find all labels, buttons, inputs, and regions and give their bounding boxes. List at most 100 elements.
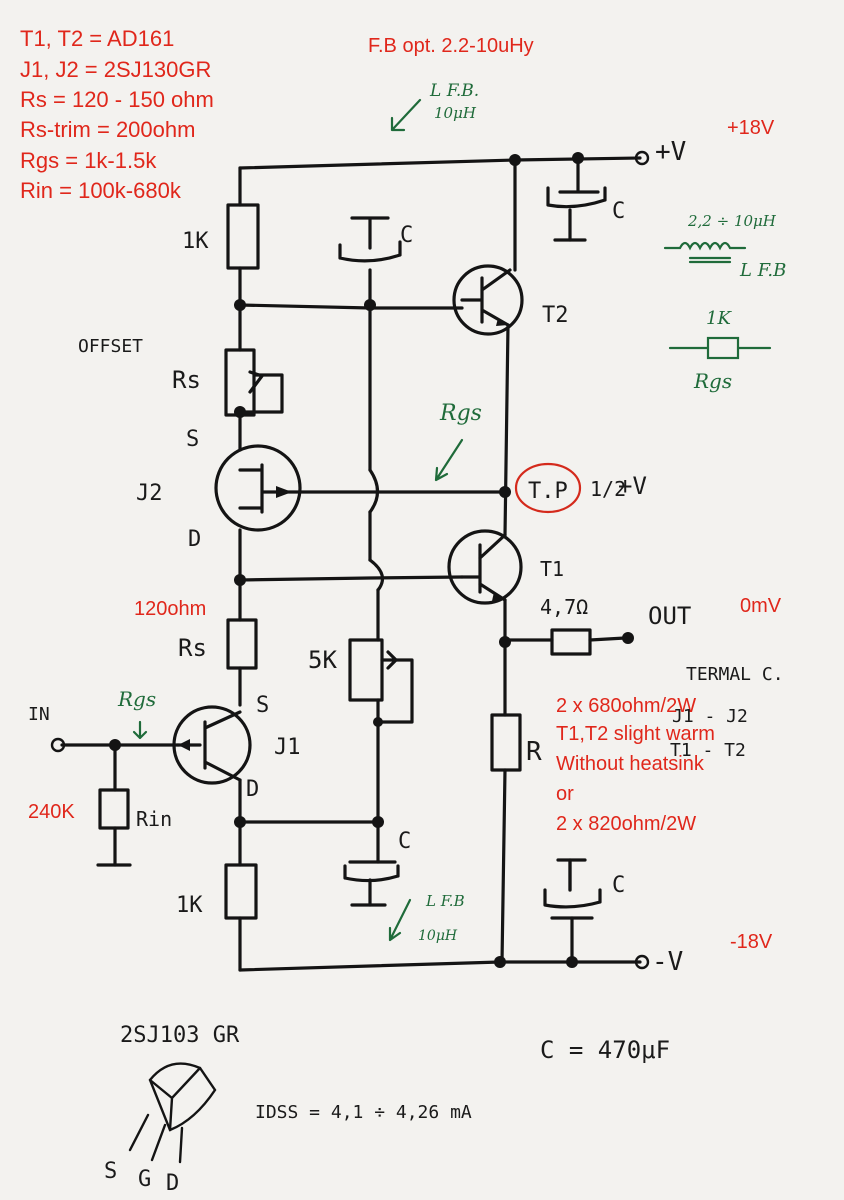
note-rs-120ohm: 120ohm [134, 598, 206, 620]
label-j2: J2 [136, 481, 163, 506]
label-minus-v: -V [652, 947, 683, 977]
label-termal: TERMAL C. [686, 664, 784, 685]
jfet-j2-leads [238, 463, 302, 514]
cap-top-right [546, 186, 607, 242]
label-c-bottom-right: C [612, 873, 625, 898]
label-c-value: C = 470μF [540, 1036, 670, 1064]
note-lfb-side-val: 2,2 ÷ 10μH [687, 212, 777, 230]
inductor-symbol [663, 241, 772, 360]
resistor-1k-top [226, 203, 260, 270]
label-c-top-right: C [612, 199, 625, 224]
note-r-or: or [556, 783, 574, 805]
resistor-1k-bottom [224, 863, 258, 920]
label-offset: OFFSET [78, 336, 143, 357]
label-t1-t2: T1 - T2 [670, 740, 746, 761]
label-1k-bottom: 1K [176, 893, 203, 918]
transistor-t1-arrow [492, 592, 505, 601]
note-rgs-mid: Rgs [439, 401, 482, 426]
label-j1-j2: J1 - J2 [672, 706, 748, 727]
trimmer-arrow-top [248, 370, 264, 394]
jfet-j2-arrow [276, 486, 292, 498]
trimmer-5k [348, 638, 384, 702]
label-lfb-top: L F.B. [429, 81, 479, 101]
junction-dots [109, 152, 584, 968]
label-in: IN [28, 704, 50, 725]
label-lfb-bottom: L F.B [425, 892, 465, 910]
note-rin-240k: 240K [28, 801, 75, 823]
label-idss: IDSS = 4,1 ÷ 4,26 mA [255, 1102, 472, 1123]
capacitors [96, 186, 607, 920]
note-rs-trim: Rs-trim = 200ohm [20, 117, 195, 142]
transistor-t2-leads [460, 268, 512, 327]
label-j1: J1 [274, 735, 301, 760]
label-rs-bottom: Rs [178, 634, 207, 662]
resistor-rs [226, 618, 258, 670]
label-5k: 5K [308, 646, 337, 674]
resistor-r-load [490, 713, 522, 772]
jfet-j1-leads [176, 710, 242, 782]
test-point-circle [514, 462, 582, 514]
label-pin-d: D [166, 1171, 179, 1196]
label-pin-g: G [138, 1167, 151, 1192]
label-half: 1/2 [590, 477, 626, 501]
label-half-v: +V [618, 472, 647, 500]
note-r-680: 2 x 680ohm/2W [556, 695, 696, 717]
label-d-j1: D [246, 777, 259, 802]
note-r-heatsink: Without heatsink [556, 753, 705, 775]
transistors [172, 264, 524, 785]
label-t2: T2 [542, 303, 569, 328]
green-notes: 2,2 ÷ 10μH L F.B 1K Rgs Rgs Rgs [117, 212, 786, 711]
note-rin: Rin = 100k-680k [20, 178, 182, 203]
cap-bottom-right [543, 858, 602, 920]
label-c-top-mid: C [400, 223, 413, 248]
label-rin: Rin [136, 807, 172, 831]
note-rgs: Rgs = 1k-1.5k [20, 148, 157, 173]
label-rs-top: Rs [172, 366, 201, 394]
label-c-mid-bottom: C [398, 829, 411, 854]
jfet-j1-body [172, 705, 252, 785]
note-minus-18v: -18V [730, 931, 773, 953]
label-lfb-bottom-val: 10μH [418, 928, 458, 944]
handwritten-labels: L F.B. 10μH +V C C 1K OFFSET Rs S J2 D T… [28, 81, 784, 1196]
label-out: OUT [648, 602, 691, 630]
label-d-j2: D [188, 527, 201, 552]
package-to92 [128, 1062, 217, 1164]
resistors [98, 203, 592, 920]
note-rs: Rs = 120 - 150 ohm [20, 87, 214, 112]
label-1k-top: 1K [182, 229, 209, 254]
label-tp: T.P [528, 479, 568, 504]
jfet-j1-arrow [178, 739, 190, 751]
label-r47: 4,7Ω [540, 595, 588, 619]
label-s-j1: S [256, 693, 269, 718]
note-rgs-in: Rgs [117, 687, 156, 711]
note-lfb-side: L F.B [739, 260, 786, 281]
red-notes: T1, T2 = AD161 J1, J2 = 2SJ130GR Rs = 12… [20, 26, 782, 953]
label-r-load: R [526, 737, 542, 767]
wires [60, 156, 642, 972]
label-lfb-top-val: 10μH [434, 104, 477, 122]
note-r-820: 2 x 820ohm/2W [556, 813, 696, 835]
note-j1-j2: J1, J2 = 2SJ130GR [20, 57, 211, 82]
transistor-t1-leads [460, 533, 507, 602]
label-pin-s: S [104, 1159, 117, 1184]
note-r-warm: T1,T2 slight warm [556, 723, 715, 745]
terminals [50, 150, 650, 970]
resistor-4r7 [550, 628, 592, 656]
trimmer-arrow-5k [380, 650, 398, 670]
transistor-t2-body [452, 264, 524, 336]
note-rgs-side: Rgs [693, 369, 732, 393]
note-plus-18v: +18V [727, 117, 775, 139]
transistor-t1-body [447, 529, 523, 605]
label-plus-v: +V [655, 137, 686, 167]
green-arrows [132, 98, 464, 942]
resistor-rin [98, 788, 130, 830]
cap-top-mid [338, 216, 402, 263]
jfet-j2-body [214, 444, 302, 532]
label-s-j2: S [186, 427, 199, 452]
note-out-0mv: 0mV [740, 595, 782, 617]
note-t1-t2: T1, T2 = AD161 [20, 26, 174, 51]
trimmer-rs-offset [224, 348, 256, 417]
label-t1: T1 [540, 557, 564, 581]
note-1k-side: 1K [706, 308, 732, 329]
